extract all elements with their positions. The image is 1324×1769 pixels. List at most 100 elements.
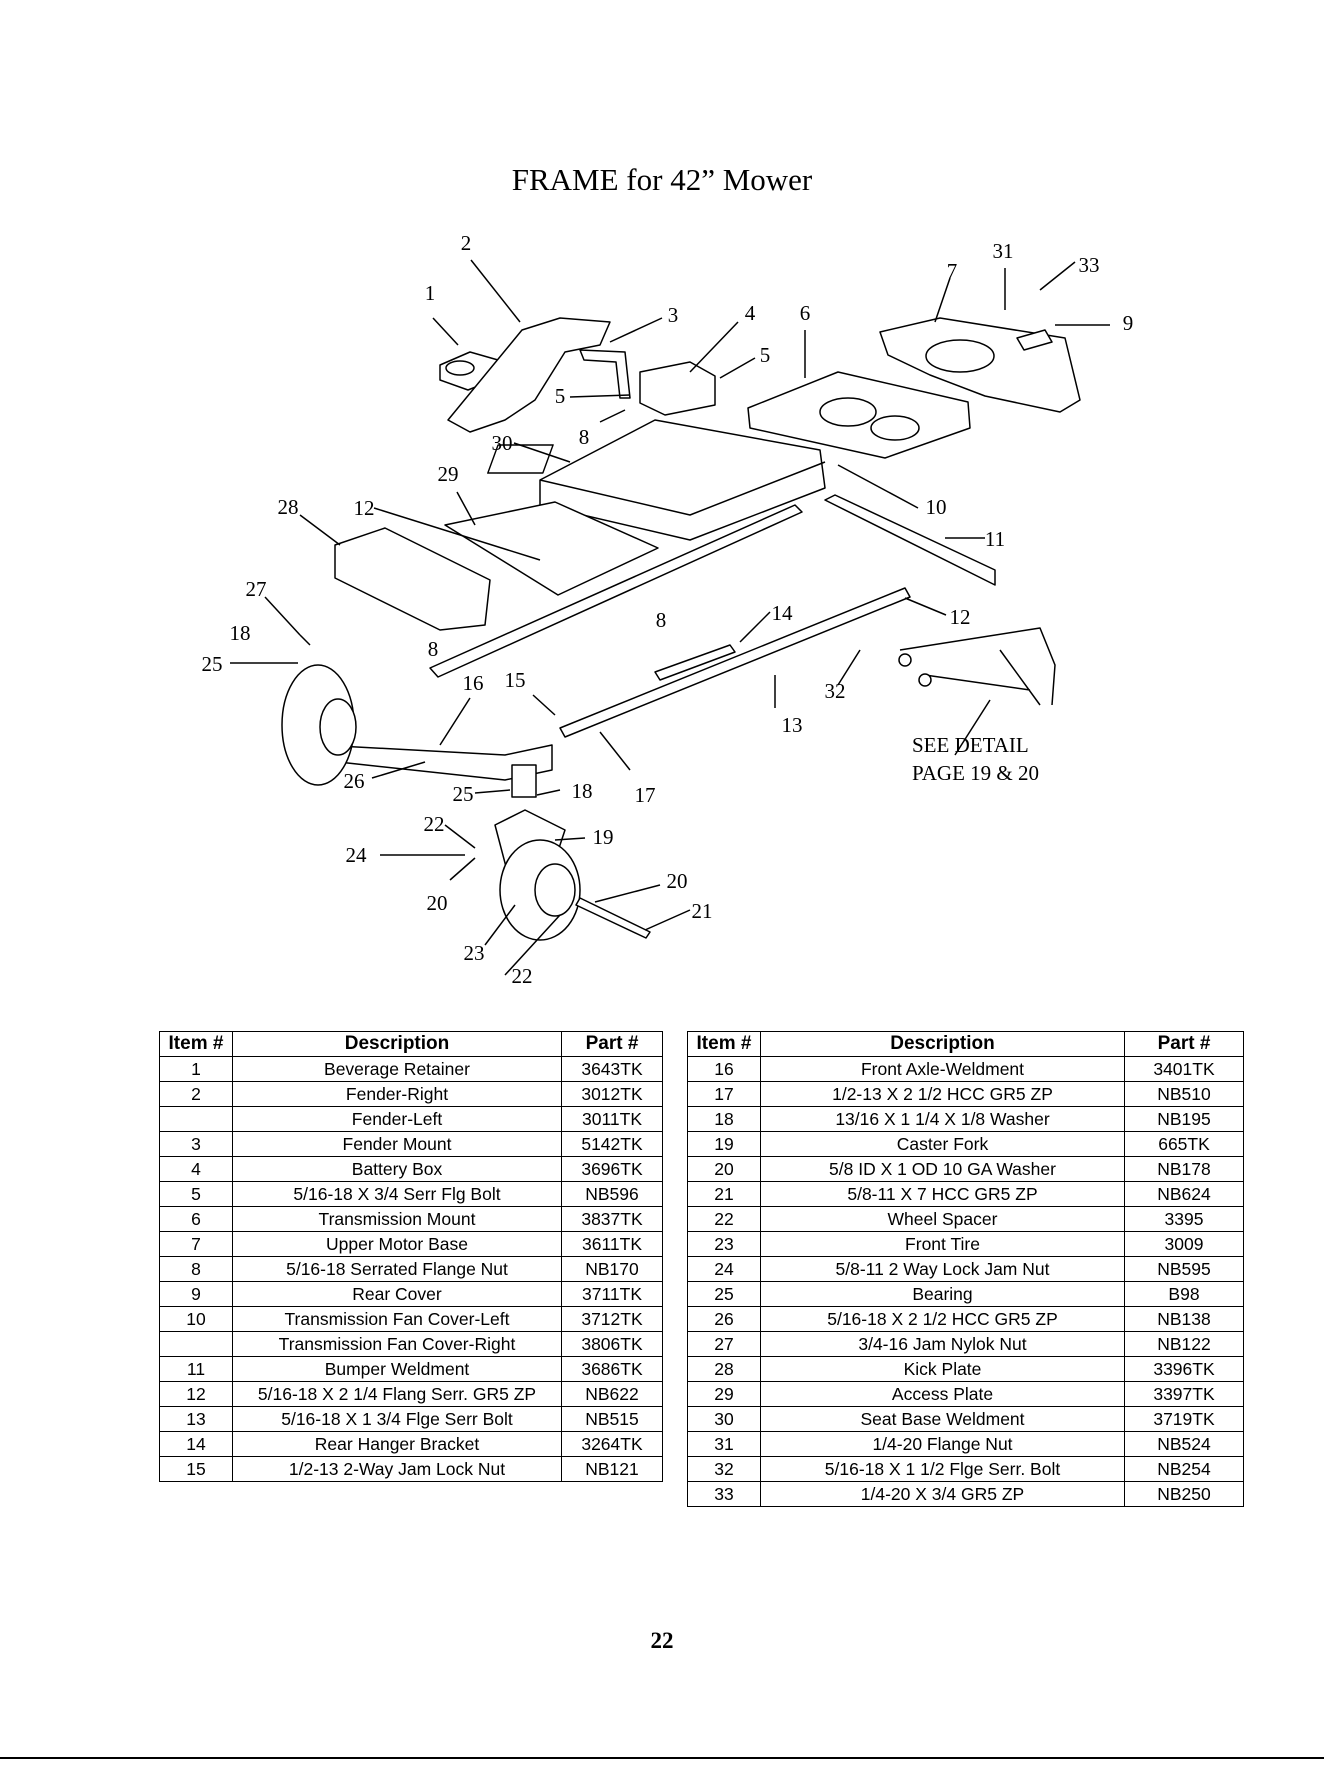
callout-label: 10 [926, 495, 947, 519]
part-cell: 3012TK [561, 1081, 663, 1107]
item-cell: 26 [687, 1306, 761, 1332]
linkage-bushing-1 [898, 653, 912, 667]
part-cell: 3396TK [1124, 1356, 1244, 1382]
callout-label: 2 [461, 231, 472, 255]
callout-label: 22 [512, 964, 533, 988]
leader-3 [609, 317, 663, 343]
part-cell: 3711TK [561, 1281, 663, 1307]
item-cell: 23 [687, 1231, 761, 1257]
item-cell: 2 [159, 1081, 233, 1107]
page-number: 22 [650, 1628, 674, 1653]
callout-label: 13 [782, 713, 803, 737]
part-cell: NB170 [561, 1256, 663, 1282]
callout-label: 21 [692, 899, 713, 923]
description-cell: Beverage Retainer [232, 1056, 562, 1082]
item-cell: 1 [159, 1056, 233, 1082]
description-cell: Caster Fork [760, 1131, 1125, 1157]
part-cell: NB596 [561, 1181, 663, 1207]
callout-label: 20 [667, 869, 688, 893]
leader-16 [439, 697, 471, 746]
description-cell: 5/16-18 X 2 1/4 Flang Serr. GR5 ZP [232, 1381, 562, 1407]
rear-hanger-bracket-part [654, 644, 736, 681]
callout-label: 25 [202, 652, 223, 676]
part-cell: NB121 [561, 1456, 663, 1482]
leader-7 [934, 277, 951, 323]
leader-5 [719, 357, 756, 379]
description-cell: 5/16-18 Serrated Flange Nut [232, 1256, 562, 1282]
callout-label: 12 [950, 605, 971, 629]
description-cell: 1/2-13 2-Way Jam Lock Nut [232, 1456, 562, 1482]
table-header-row: Item # Description Part # [687, 1031, 1244, 1057]
callout-label: 22 [424, 812, 445, 836]
callout-label: 6 [800, 301, 811, 325]
leader-see-detail [954, 699, 991, 756]
item-cell: 5 [159, 1181, 233, 1207]
header-part: Part # [1124, 1031, 1244, 1057]
leader-19 [554, 837, 586, 841]
leader-14 [739, 611, 771, 643]
bumper-weldment-part [824, 494, 996, 586]
item-cell: 12 [159, 1381, 233, 1407]
table-header-row: Item # Description Part # [159, 1031, 663, 1057]
diagram-svg: 1 2 3 4 5 5 6 7 8 8 8 9 10 11 12 12 13 1… [202, 231, 1134, 988]
item-cell: 24 [687, 1256, 761, 1282]
description-cell: 1/4-20 X 3/4 GR5 ZP [760, 1481, 1125, 1507]
description-cell: Upper Motor Base [232, 1231, 562, 1257]
item-cell: 19 [687, 1131, 761, 1157]
part-cell: B98 [1124, 1281, 1244, 1307]
leader-22 [444, 824, 476, 849]
callout-label: 25 [453, 782, 474, 806]
access-plate-part [444, 501, 659, 596]
part-cell: 3696TK [561, 1156, 663, 1182]
item-cell: 13 [159, 1406, 233, 1432]
part-cell: 3397TK [1124, 1381, 1244, 1407]
description-cell: Fender-Left [232, 1106, 562, 1132]
part-cell: NB622 [561, 1381, 663, 1407]
caster-bearing-part [511, 764, 537, 798]
description-cell: Seat Base Weldment [760, 1406, 1125, 1432]
item-cell: 27 [687, 1331, 761, 1357]
item-cell: 6 [159, 1206, 233, 1232]
description-cell: 1/4-20 Flange Nut [760, 1431, 1125, 1457]
leader-8 [599, 409, 626, 423]
leader-29 [456, 491, 476, 526]
part-cell: 665TK [1124, 1131, 1244, 1157]
fender-mount-part [579, 349, 631, 399]
leader-10 [837, 464, 919, 509]
part-cell: 3011TK [561, 1106, 663, 1132]
upper-motor-base-hole [925, 339, 995, 373]
part-cell: 3264TK [561, 1431, 663, 1457]
leader-12 [373, 507, 541, 561]
description-cell: 13/16 X 1 1/4 X 1/8 Washer [760, 1106, 1125, 1132]
item-cell: 8 [159, 1256, 233, 1282]
part-cell: 5142TK [561, 1131, 663, 1157]
description-cell: Front Tire [760, 1231, 1125, 1257]
diagram-parts [281, 317, 1081, 941]
description-cell: Fender Mount [232, 1131, 562, 1157]
callout-label: 8 [579, 425, 590, 449]
callout-label: 30 [492, 431, 513, 455]
item-cell: 15 [159, 1456, 233, 1482]
callout-label: 19 [593, 825, 614, 849]
item-cell: 10 [159, 1306, 233, 1332]
callout-label: 4 [745, 301, 756, 325]
part-cell: 3806TK [561, 1331, 663, 1357]
item-cell: 25 [687, 1281, 761, 1307]
part-cell: 3686TK [561, 1356, 663, 1382]
header-item: Item # [687, 1031, 761, 1057]
